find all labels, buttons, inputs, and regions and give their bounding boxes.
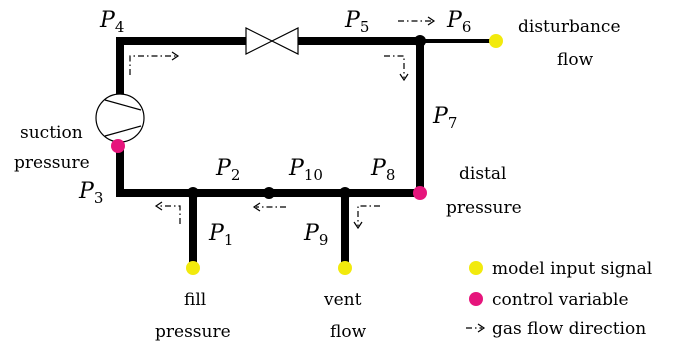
distal-label-line1: distal xyxy=(459,164,506,184)
node-label-p3: P3 xyxy=(78,179,103,207)
flow-arrow xyxy=(158,205,181,224)
fill-label-line1: fill xyxy=(184,290,206,310)
node-label-p7: P7 xyxy=(432,104,457,132)
signal-markers xyxy=(111,34,503,275)
input-signal-marker xyxy=(186,261,200,275)
control-variable-marker xyxy=(111,139,125,153)
disturbance-label-line1: disturbance xyxy=(518,17,621,37)
suction-label-line2: pressure xyxy=(14,153,90,173)
legend-input-label: model input signal xyxy=(492,259,652,279)
junction-p9 xyxy=(339,187,351,199)
node-label-p5: P5 xyxy=(344,8,369,36)
legend: model input signal control variable gas … xyxy=(466,259,652,339)
node-label-p10: P10 xyxy=(288,156,323,184)
legend-input-swatch xyxy=(469,261,483,275)
valve-icon xyxy=(245,27,299,55)
legend-flow-label: gas flow direction xyxy=(492,319,646,339)
pipe-top-left xyxy=(116,37,250,99)
junction-p6 xyxy=(414,35,426,47)
node-label-p8: P8 xyxy=(370,156,395,184)
descriptive-labels: suction pressure distal pressure disturb… xyxy=(14,17,621,342)
legend-control-swatch xyxy=(469,292,483,306)
control-variable-marker xyxy=(413,186,427,200)
node-label-p9: P9 xyxy=(303,221,328,249)
node-label-p1: P1 xyxy=(208,221,233,249)
distal-label-line2: pressure xyxy=(446,198,522,218)
junction-p2 xyxy=(187,187,199,199)
node-labels: P4 P5 P6 P7 P3 P2 P10 P8 P1 P9 xyxy=(78,8,471,249)
compressor-icon xyxy=(95,93,145,143)
input-signal-marker xyxy=(338,261,352,275)
fill-label-line2: pressure xyxy=(155,322,231,342)
input-signal-marker xyxy=(489,34,503,48)
node-label-p4: P4 xyxy=(99,8,124,36)
junctions xyxy=(187,35,426,199)
suction-label-line1: suction xyxy=(20,123,83,143)
junction-p10 xyxy=(263,187,275,199)
node-label-p6: P6 xyxy=(446,8,471,36)
vent-label-line1: vent xyxy=(323,290,362,310)
disturbance-label-line2: flow xyxy=(557,50,594,70)
vent-label-line2: flow xyxy=(330,322,367,342)
flow-arrow xyxy=(129,55,176,75)
flow-arrows xyxy=(129,16,436,230)
node-label-p2: P2 xyxy=(215,156,240,184)
legend-control-label: control variable xyxy=(492,290,629,310)
